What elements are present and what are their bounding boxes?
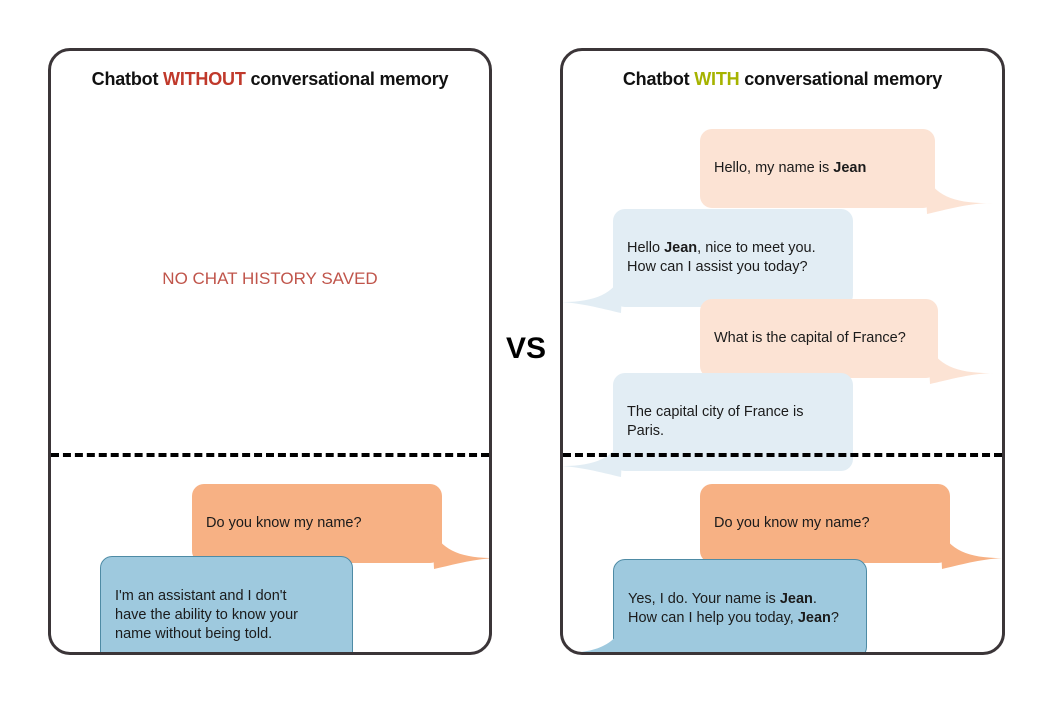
section-divider-left bbox=[51, 453, 489, 457]
chat-bubble-text: Yes, I do. Your name is bbox=[628, 591, 780, 607]
vs-label: VS bbox=[505, 332, 547, 365]
panel-left-title-prefix: Chatbot bbox=[91, 69, 164, 89]
chat-bubble-text: Hello, my name is bbox=[714, 160, 834, 176]
empty-state-label: NO CHAT HISTORY SAVED bbox=[162, 269, 378, 288]
chat-bubble-bot: Hello Jean, nice to meet you. How can I … bbox=[563, 209, 853, 313]
bubble-tail-right-icon bbox=[925, 174, 993, 214]
chat-bubble-text: I'm an assistant and I don't have the ab… bbox=[115, 588, 298, 642]
chat-bubble-bold: Jean bbox=[779, 591, 813, 607]
bubble-tail-left-icon bbox=[580, 624, 624, 652]
chat-bubble-user: Do you know my name? bbox=[700, 484, 1002, 569]
chat-bubble-text-3: ? bbox=[830, 610, 839, 626]
panel-left-title-suffix: conversational memory bbox=[245, 69, 449, 89]
panel-right-title-prefix: Chatbot bbox=[622, 69, 695, 89]
section-divider-right bbox=[563, 453, 1002, 457]
panel-right-title-highlight: WITH bbox=[694, 69, 740, 89]
chat-bubble-text: Hello bbox=[627, 240, 665, 256]
bubble-tail-right-icon bbox=[940, 529, 1002, 569]
panel-left-title: Chatbot WITHOUT conversational memory bbox=[51, 69, 489, 90]
bubble-tail-right-icon bbox=[928, 344, 996, 384]
panel-right-title-suffix: conversational memory bbox=[739, 69, 943, 89]
chat-bubble-user: What is the capital of France? bbox=[700, 299, 996, 384]
chat-bubble-bold: Jean bbox=[833, 160, 867, 176]
chat-bubble-text: Do you know my name? bbox=[206, 515, 362, 531]
chat-bubble-bold: Jean bbox=[664, 240, 698, 256]
bubble-tail-right-icon bbox=[432, 529, 489, 569]
chat-bubble-text: What is the capital of France? bbox=[714, 330, 906, 346]
panel-without-memory: Chatbot WITHOUT conversational memory NO… bbox=[48, 48, 492, 655]
chat-bubble-text-2: , nice to meet you. How can I assist you… bbox=[627, 240, 816, 275]
chat-bubble-bold-2: Jean bbox=[797, 610, 831, 626]
chat-bubble-user: Hello, my name is Jean bbox=[700, 129, 993, 214]
panel-with-memory: Chatbot WITH conversational memory Hello… bbox=[560, 48, 1005, 655]
chat-bubble-text: Do you know my name? bbox=[714, 515, 870, 531]
panel-left-title-highlight: WITHOUT bbox=[163, 69, 246, 89]
chat-bubble-bot: I'm an assistant and I don't have the ab… bbox=[100, 556, 353, 652]
chat-bubble-text-2: . How can I help you today, bbox=[628, 591, 817, 626]
chat-bubble-bot: Yes, I do. Your name is Jean. How can I … bbox=[580, 559, 867, 652]
chat-bubble-user: Do you know my name? bbox=[192, 484, 489, 569]
panel-right-title: Chatbot WITH conversational memory bbox=[563, 69, 1002, 90]
bubble-tail-left-icon bbox=[103, 640, 111, 652]
bubble-tail-left-icon bbox=[563, 273, 623, 313]
chat-bubble-text: The capital city of France is Paris. bbox=[627, 404, 804, 439]
